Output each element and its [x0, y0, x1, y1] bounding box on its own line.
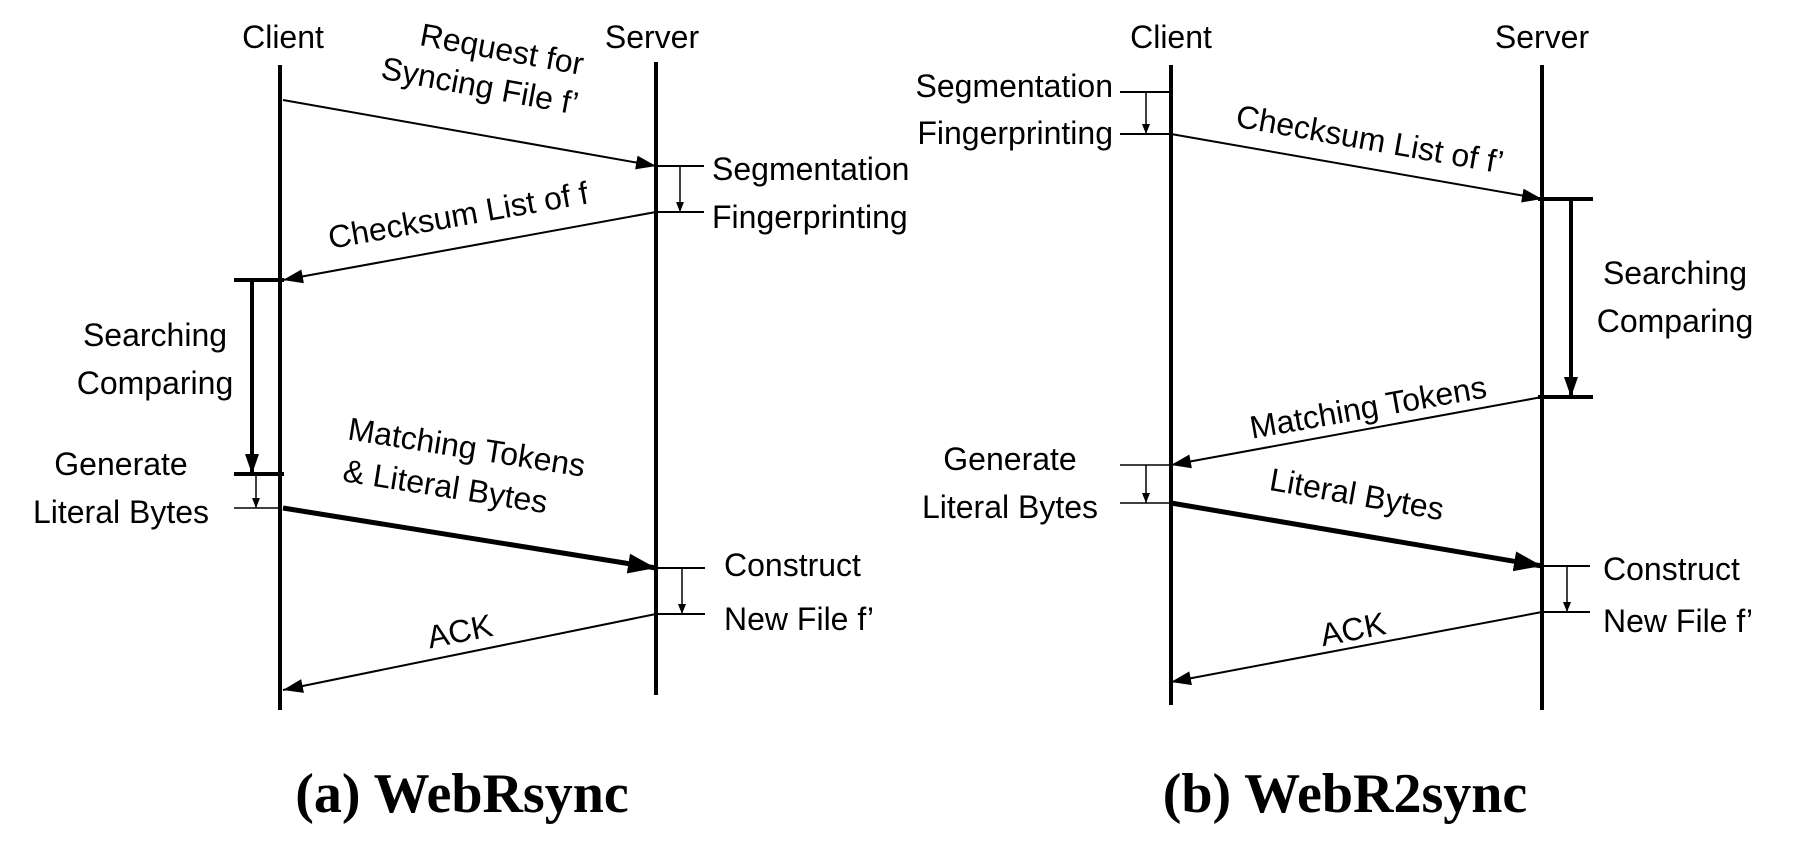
new-file-label: New File f’ [1603, 603, 1753, 639]
literal-bytes-label: Literal Bytes [33, 494, 209, 530]
caption-b: (b) WebR2sync [1163, 763, 1528, 825]
checksum-label: Checksum List of f [325, 175, 591, 256]
literal-bytes-arrow [1170, 500, 1543, 572]
construct-label: Construct [1603, 551, 1740, 587]
panel-b: Client Server Segmentation Fingerprintin… [916, 19, 1754, 825]
checksum-arrow [282, 211, 657, 284]
panel-a: Client Server Request for Syncing File f… [33, 16, 910, 825]
tokens-arrow [1170, 396, 1543, 469]
new-file-label: New File f’ [724, 601, 874, 637]
searching-label: Searching [83, 317, 227, 353]
comparing-label: Comparing [77, 365, 234, 401]
construct-label: Construct [724, 547, 861, 583]
ack-label: ACK [1317, 605, 1388, 653]
ack-arrow [1170, 611, 1543, 686]
searching-label: Searching [1603, 255, 1747, 291]
generate-label: Generate [54, 446, 187, 482]
server-label: Server [605, 19, 700, 55]
literal-bytes-msg-label: Literal Bytes [1267, 461, 1447, 527]
tokens-label: Matching Tokens [1247, 369, 1489, 446]
generate-label: Generate [943, 441, 1076, 477]
request-label: Request for Syncing File f’ [378, 16, 586, 121]
literal-bytes-label: Literal Bytes [922, 489, 1098, 525]
segmentation-label: Segmentation [916, 68, 1113, 104]
server-label: Server [1495, 19, 1590, 55]
segmentation-label: Segmentation [712, 151, 909, 187]
tokens-literal-label: Matching Tokens & Literal Bytes [341, 411, 588, 521]
comparing-label: Comparing [1597, 303, 1754, 339]
request-arrow [282, 99, 657, 170]
ack-arrow [282, 613, 657, 693]
fingerprinting-label: Fingerprinting [712, 199, 908, 235]
client-label: Client [242, 19, 324, 55]
tokens-literal-arrow [282, 505, 657, 574]
client-label: Client [1130, 19, 1212, 55]
caption-a: (a) WebRsync [295, 763, 628, 825]
fingerprinting-label: Fingerprinting [917, 115, 1113, 151]
checksum-arrow [1170, 133, 1543, 203]
